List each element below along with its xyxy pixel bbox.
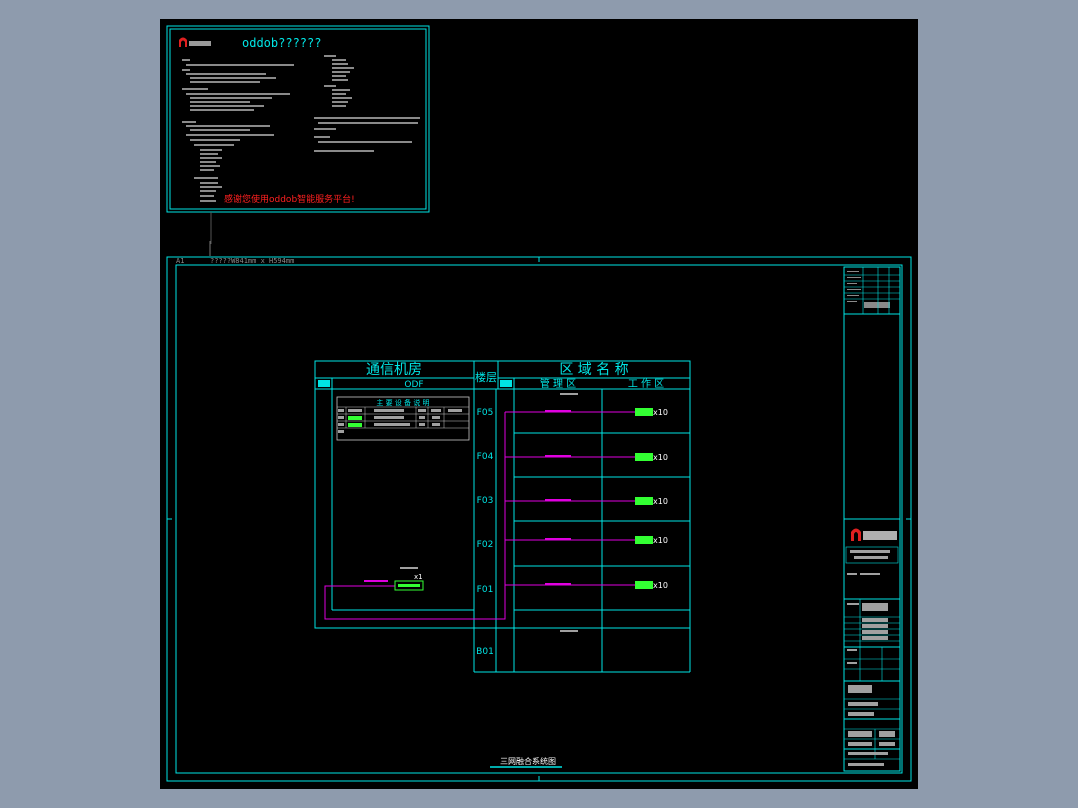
diagram-table (314, 360, 691, 629)
frame-dims-label: ?????W841mm x H594mm (210, 257, 294, 265)
title-block-rows (847, 271, 890, 308)
terminal-qty-f05: x10 (653, 408, 668, 417)
room-left-label (318, 380, 330, 387)
cad-drawing: oddob?????? 感谢您使用oddob智能服务平台! A1 ?????W8… (166, 25, 912, 782)
terminal-qty-f02: x10 (653, 536, 668, 545)
equipment-legend: 主 要 设 备 说 明 (336, 396, 470, 441)
area-manage-header: 管 理 区 (540, 377, 576, 390)
drawing-canvas: oddob?????? 感谢您使用oddob智能服务平台! A1 ?????W8… (160, 19, 918, 789)
terminal-qty-f04: x10 (653, 453, 668, 462)
terminal-qty-f03: x10 (653, 497, 668, 506)
legend-title: 主 要 设 备 说 明 (376, 398, 429, 407)
terminal-qty-f01: x10 (653, 581, 668, 590)
terminal-f02: x10 (635, 536, 668, 545)
frame-size-label: A1 (176, 257, 184, 265)
notice-panel-frame (166, 25, 430, 213)
floor-header: 楼层 (475, 370, 497, 384)
area-title: 区 域 名 称 (559, 362, 628, 378)
notice-logo (179, 37, 211, 47)
room-title: 通信机房 (366, 362, 422, 378)
floor-label-f04: F04 (477, 452, 494, 462)
notice-footer: 感谢您使用oddob智能服务平台! (224, 193, 355, 205)
terminal-f01: x10 (635, 581, 668, 590)
floor-label-b01: B01 (476, 647, 494, 657)
a1-inner-frame (175, 264, 903, 774)
floor-label-f05: F05 (477, 408, 494, 418)
notice-title: oddob?????? (242, 36, 321, 50)
floor-label-f01: F01 (477, 585, 494, 595)
area-work-header: 工 作 区 (628, 378, 664, 390)
diagram-caption: 三网融合系统图 (500, 756, 556, 766)
title-block-logo (851, 528, 897, 541)
floor-label-f02: F02 (477, 540, 494, 550)
terminal-f04: x10 (635, 453, 668, 462)
terminal-f05: x10 (635, 408, 668, 417)
room-sub: ODF (404, 380, 423, 390)
terminal-f03: x10 (635, 497, 668, 506)
a1-outer-frame (166, 256, 912, 782)
odf-unit: x1 (394, 573, 424, 591)
floor-label-f03: F03 (477, 496, 494, 506)
odf-qty: x1 (414, 573, 423, 581)
